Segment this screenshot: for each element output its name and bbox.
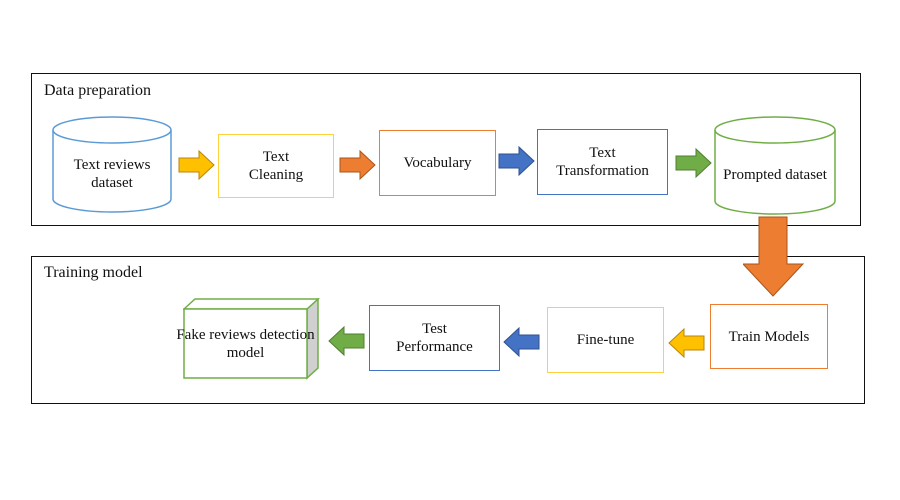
node-label-line: Performance bbox=[396, 339, 473, 355]
arrow-right-orange bbox=[339, 150, 376, 180]
node-label-line: Fake reviews bbox=[176, 327, 256, 343]
arrow-right-green bbox=[675, 148, 712, 178]
arrow-down-orange bbox=[743, 216, 805, 297]
prompted-dataset-label: Prompted dataset bbox=[723, 166, 827, 184]
node-label-line: Test bbox=[422, 321, 447, 337]
test-performance-node: Test Performance bbox=[369, 305, 500, 371]
node-label-line: Cleaning bbox=[248, 167, 304, 183]
node-label-line: Text bbox=[589, 145, 616, 161]
prompted-dataset-node: Prompted dataset bbox=[714, 116, 836, 215]
node-label-line: Fine-tune bbox=[576, 332, 635, 348]
node-label-line: Train Models bbox=[728, 328, 810, 345]
node-label-line: Vocabulary bbox=[403, 155, 472, 171]
text-cleaning-node: Text Cleaning bbox=[218, 134, 334, 198]
node-label-line: Text reviews bbox=[73, 156, 151, 173]
text-transformation-node: Text Transformation bbox=[537, 129, 668, 195]
text-reviews-dataset-label: Text reviews dataset bbox=[52, 156, 172, 192]
vocabulary-node: Vocabulary bbox=[379, 130, 496, 196]
cube-shape bbox=[183, 298, 320, 380]
cylinder-shape bbox=[714, 116, 836, 215]
node-label-line: Transformation bbox=[556, 163, 649, 179]
fine-tune-node: Fine-tune bbox=[547, 307, 664, 373]
arrow-left-green bbox=[328, 326, 365, 356]
arrow-left-blue bbox=[503, 327, 540, 357]
training-model-title: Training model bbox=[44, 264, 143, 281]
arrow-right-yellow bbox=[178, 150, 215, 180]
fake-reviews-detection-model-label: Fake reviews detection model bbox=[171, 326, 320, 362]
node-label-line: Prompted bbox=[723, 166, 782, 183]
node-label-line: dataset bbox=[91, 174, 133, 191]
node-label-line: model bbox=[226, 345, 265, 361]
training-model-panel bbox=[31, 256, 865, 404]
node-label-line: detection bbox=[259, 327, 315, 343]
node-label-line: dataset bbox=[785, 166, 827, 183]
train-models-node: Train Models bbox=[710, 304, 828, 369]
text-reviews-dataset-node: Text reviews dataset bbox=[52, 116, 172, 213]
arrow-right-blue bbox=[498, 146, 535, 176]
data-preparation-title: Data preparation bbox=[44, 82, 152, 99]
data-preparation-panel bbox=[31, 73, 861, 226]
arrow-left-yellow bbox=[668, 328, 705, 358]
cylinder-shape bbox=[52, 116, 172, 213]
fake-reviews-detection-model-node: Fake reviews detection model bbox=[176, 298, 320, 380]
node-label-line: Text bbox=[262, 149, 290, 165]
